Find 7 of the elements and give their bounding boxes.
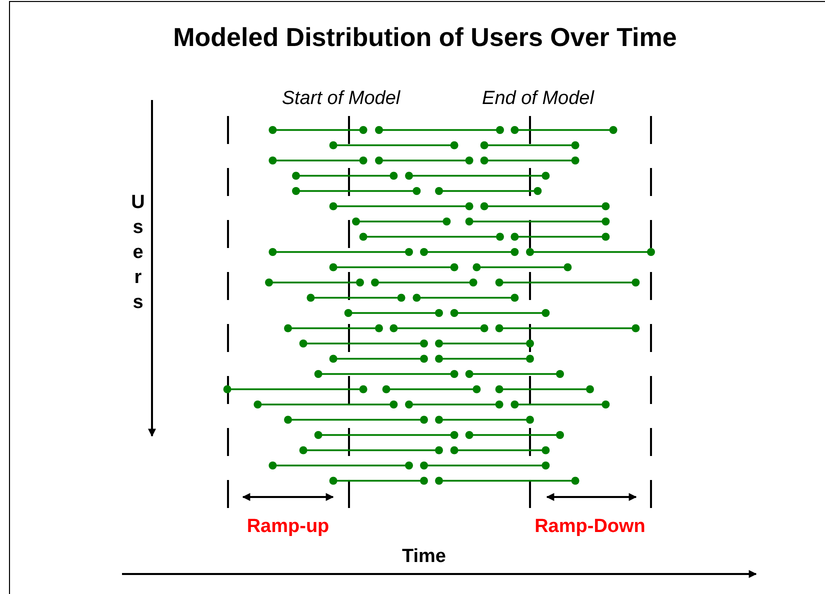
phase-label: Ramp-up xyxy=(246,516,330,538)
phase-label: Ramp-Down xyxy=(534,516,646,538)
axis-title: Time xyxy=(402,546,446,568)
axis-marker-label: Start of Model xyxy=(282,88,400,110)
diagram-title: Modeled Distribution of Users Over Time xyxy=(173,22,677,53)
axis-marker-label: End of Model xyxy=(482,88,594,110)
axis-title: Users xyxy=(130,191,146,315)
